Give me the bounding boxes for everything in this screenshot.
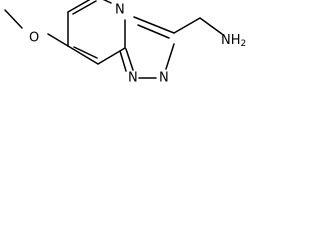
structure-diagram: O N N N NH2 [4, 0, 246, 86]
amine-nh-text: NH [221, 33, 241, 48]
bond-c3-ch2 [173, 17, 201, 34]
bond-c8a-n1-double [119, 50, 127, 72]
bond-n2-c3 [165, 43, 175, 70]
bond-c5-n4 [102, 0, 112, 4]
bond-c3-n4 [133, 16, 175, 34]
bond-c7-c8 [67, 45, 99, 65]
bond-ch2-nh2 [199, 17, 223, 35]
nitrogen-label-n1: N [128, 71, 138, 86]
bond-c6-c5-double [72, 0, 97, 15]
nitrogen-label-n2: N [159, 71, 169, 86]
methoxy-oxygen-label: O [29, 31, 39, 46]
bridge-nitrogen-label: N [115, 3, 125, 18]
bond-methyl-oxygen [4, 9, 23, 29]
bond-c7-c8-double [73, 46, 98, 59]
bond-c6-c5 [67, 0, 91, 13]
amine-label: NH2 [221, 33, 246, 50]
amine-subscript: 2 [241, 39, 247, 49]
bond-c8a-n1 [125, 48, 134, 71]
bond-c3-n4-double [137, 24, 170, 39]
bond-oxygen-c7 [47, 33, 69, 47]
